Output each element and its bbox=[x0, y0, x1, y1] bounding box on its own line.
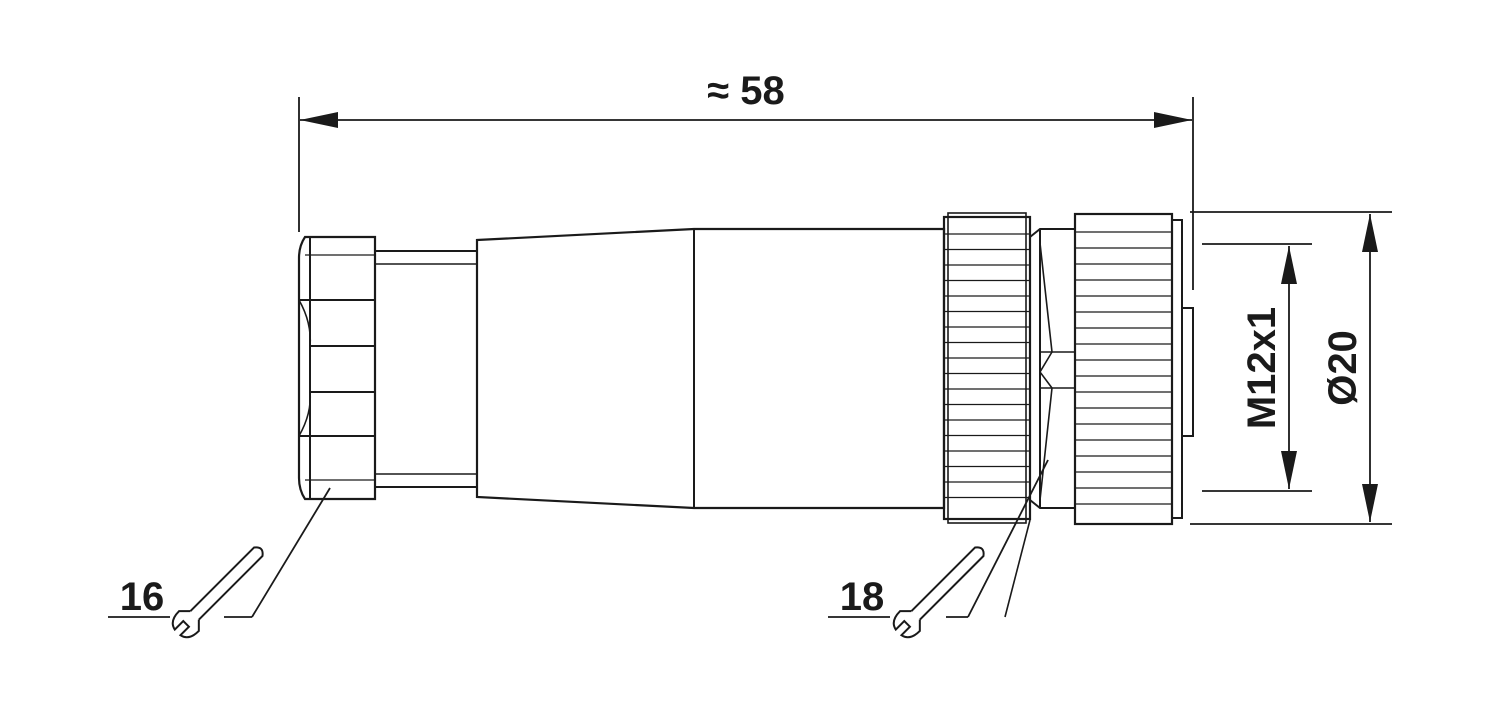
arrow-down-icon bbox=[1362, 484, 1378, 522]
neck bbox=[375, 250, 477, 488]
thread-size-label: M12x1 bbox=[1240, 307, 1284, 429]
knurled-ring-2 bbox=[1073, 212, 1194, 526]
length-dimension bbox=[298, 97, 1194, 290]
connector-body bbox=[475, 227, 946, 510]
diameter-label: Ø20 bbox=[1321, 330, 1365, 406]
overall-length-label: ≈ 58 bbox=[707, 69, 785, 113]
wrench-callout-left bbox=[108, 487, 331, 639]
wrench-size-left-label: 16 bbox=[120, 575, 165, 619]
arrow-right-icon bbox=[1154, 112, 1192, 128]
coupling-hex bbox=[1029, 228, 1076, 509]
wrench-icon bbox=[892, 546, 985, 639]
thread-dimension bbox=[1202, 243, 1312, 492]
arrow-up-icon bbox=[1281, 246, 1297, 284]
knurled-ring-1 bbox=[942, 212, 1032, 524]
hex-nut-left bbox=[297, 235, 377, 501]
arrow-left-icon bbox=[300, 112, 338, 128]
wrench-size-right-label: 18 bbox=[840, 575, 885, 619]
arrow-down-icon bbox=[1281, 451, 1297, 489]
arrow-up-icon bbox=[1362, 214, 1378, 252]
wrench-icon bbox=[171, 546, 264, 639]
diameter-dimension bbox=[1190, 211, 1392, 525]
wrench-callout-right bbox=[828, 459, 1049, 639]
